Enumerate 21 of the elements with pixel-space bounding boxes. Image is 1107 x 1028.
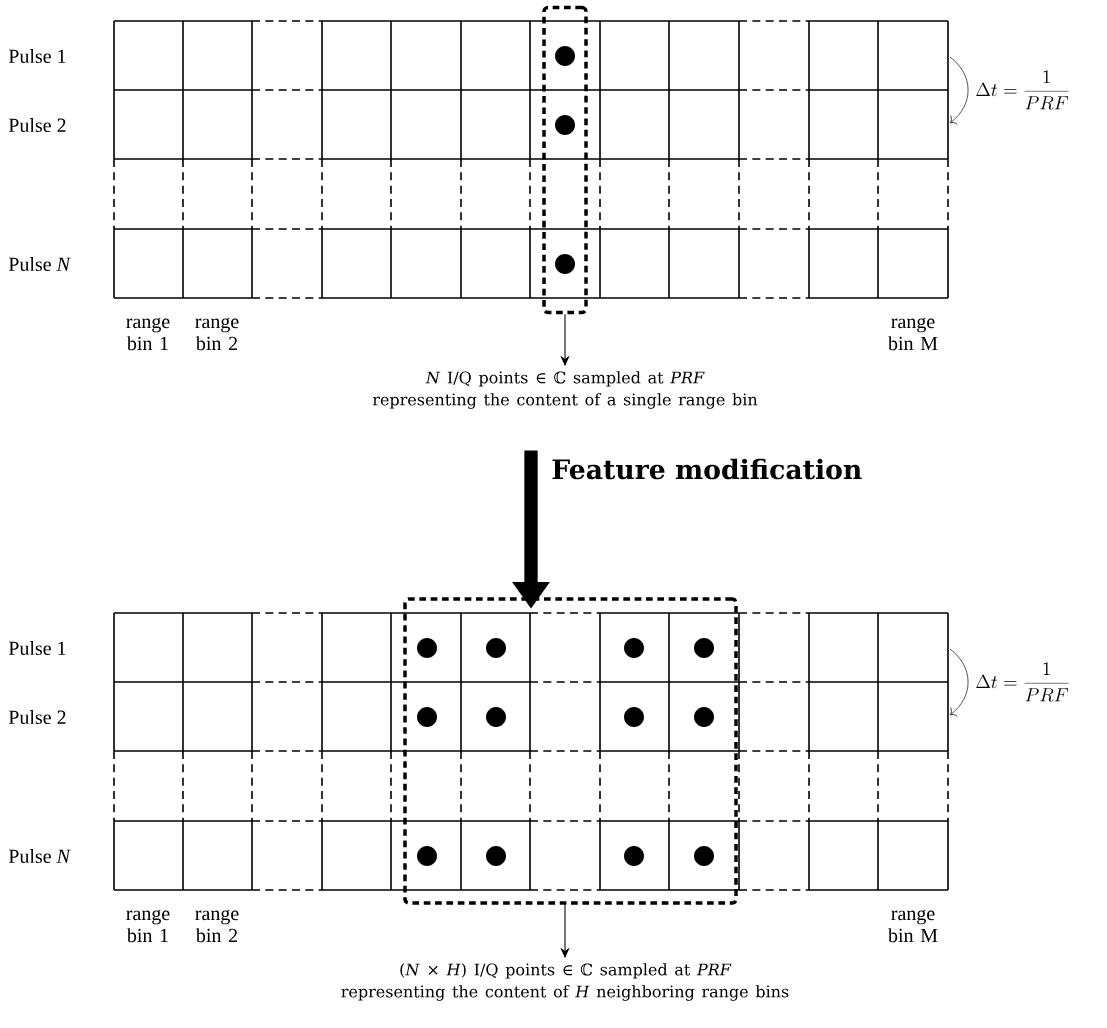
interval-formula: $\Delta t = \frac{1}{PRF}$: [976, 662, 1069, 702]
grid-drawing: [113, 612, 949, 891]
selection-box: [542, 5, 588, 315]
column-label: range bin M: [888, 909, 938, 943]
edge-label: Feature modification: [549, 457, 864, 481]
column-label: range bin 2: [195, 317, 239, 351]
row-label: Pulse 2: [8, 709, 66, 725]
column-label: range bin M: [888, 317, 938, 351]
column-label: range bin 2: [195, 909, 239, 943]
row-label: Pulse 2: [8, 118, 66, 133]
selection-box: [403, 597, 738, 905]
column-label: range bin 1: [126, 317, 170, 351]
grid-drawing: [113, 20, 949, 299]
interval-formula: $\Delta t = \frac{1}{PRF}$: [976, 70, 1069, 110]
caption-text: N I/Q points ∈ ℂ sampled at PRF representing the content of a single range bin: [372, 371, 758, 409]
row-label: Pulse 1: [8, 640, 66, 656]
row-label: Pulse N: [8, 848, 71, 864]
column-label: range bin 1: [126, 909, 170, 943]
caption-text: (N × H) I/Q points ∈ ℂ sampled at PRF representing the content of H neighboring range bins: [341, 963, 789, 1001]
row-label: Pulse 1: [8, 49, 66, 64]
row-label: Pulse N: [8, 257, 71, 272]
